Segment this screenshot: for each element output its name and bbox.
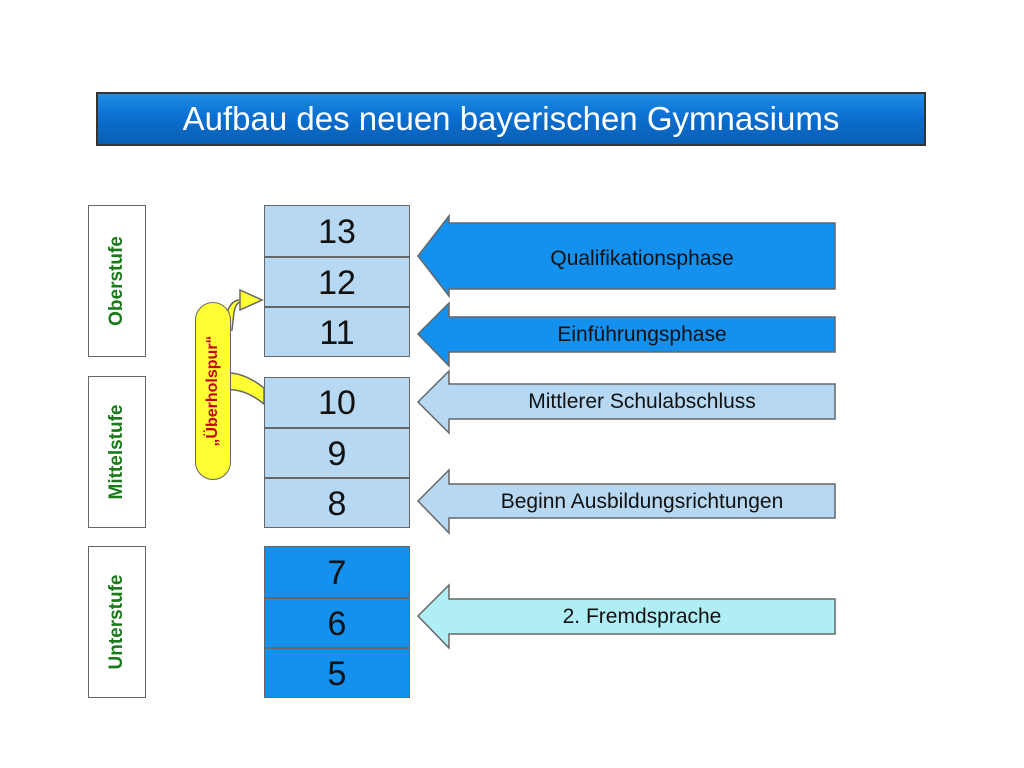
grade-10-box: 10 xyxy=(264,377,410,428)
page-title: Aufbau des neuen bayerischen Gymnasiums xyxy=(96,92,926,146)
grade-11-box: 11 xyxy=(264,307,410,357)
grade-5-box: 5 xyxy=(264,648,410,698)
grade-6-box: 6 xyxy=(264,598,410,648)
stage-oberstufe: Oberstufe xyxy=(88,205,146,357)
stage-mittelstufe: Mittelstufe xyxy=(88,376,146,528)
phase-arrow-qualifikationsphase xyxy=(417,213,836,299)
stage-unterstufe: Unterstufe xyxy=(88,546,146,698)
grade-12-box: 12 xyxy=(264,257,410,307)
phase-arrow-mittlerer-schulabschluss xyxy=(416,369,836,435)
phase-label-qualifikationsphase: Qualifikationsphase xyxy=(550,247,734,270)
phase-arrow-beginn-ausbildungsrichtungen xyxy=(416,468,836,535)
grade-7-box: 7 xyxy=(264,546,410,598)
phase-label-fremdsprache: 2. Fremdsprache xyxy=(562,605,722,628)
grade-9-box: 9 xyxy=(264,428,410,478)
grade-8-box: 8 xyxy=(264,478,410,528)
phase-label-beginn-ausbildungsrichtungen: Beginn Ausbildungsrichtungen xyxy=(500,490,784,513)
grade-13-box: 13 xyxy=(264,205,410,257)
phase-arrow-fremdsprache xyxy=(416,583,836,650)
overtaking-arrow xyxy=(225,288,265,406)
overtaking-track-text: „Überholspur“ xyxy=(204,335,221,447)
phase-arrow-einfuehrungsphase xyxy=(416,301,836,368)
overtaking-track-label: „Überholspur“ xyxy=(195,302,231,480)
phase-label-einfuehrungsphase: Einführungsphase xyxy=(557,323,727,346)
phase-label-mittlerer-schulabschluss: Mittlerer Schulabschluss xyxy=(528,390,756,413)
